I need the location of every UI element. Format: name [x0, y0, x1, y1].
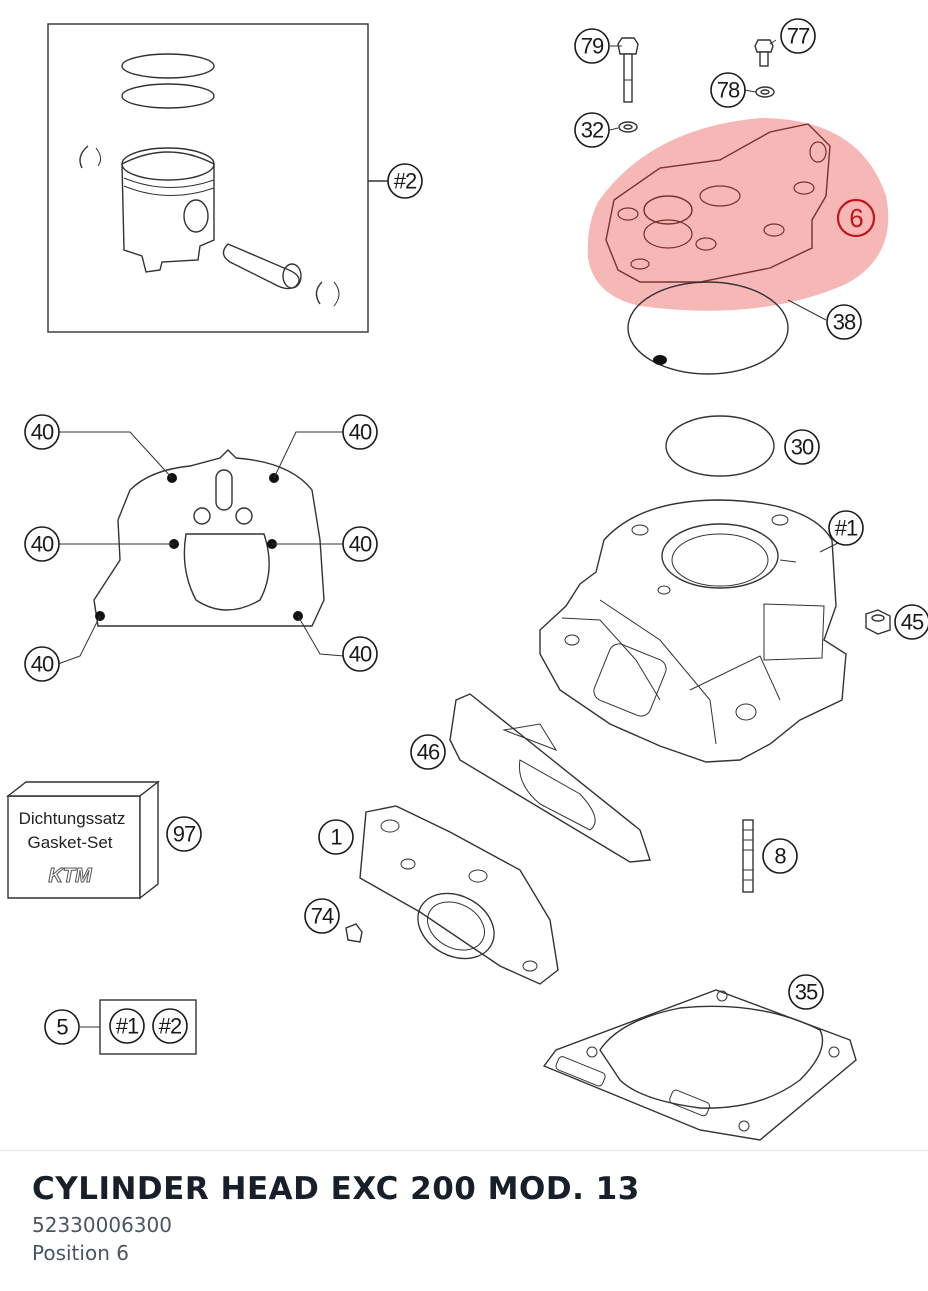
svg-text:77: 77 — [787, 24, 810, 49]
callout-78[interactable]: 78 — [710, 72, 746, 108]
cylinder-head-part[interactable] — [587, 118, 889, 311]
nut-45-part[interactable] — [865, 609, 891, 635]
callout-6-highlighted[interactable]: 6 — [836, 198, 876, 238]
o-ring-38-part[interactable] — [627, 281, 827, 375]
exploded-parts-diagram: Dichtungssatz Gasket-Set KTM 79 77 78 32… — [5, 18, 928, 1141]
svg-text:35: 35 — [795, 980, 818, 1005]
callout-40-top-left[interactable]: 40 — [24, 414, 60, 450]
intake-flange-part[interactable] — [359, 805, 559, 985]
callout-38[interactable]: 38 — [826, 304, 862, 340]
callout-35[interactable]: 35 — [788, 974, 824, 1010]
callout-46[interactable]: 46 — [410, 734, 446, 770]
set-callout-1-hash[interactable]: #1 — [109, 1008, 145, 1044]
callout-40-bottom-right[interactable]: 40 — [342, 636, 378, 672]
part-position: Position 6 — [32, 1241, 129, 1265]
gasket-set-line2: Gasket-Set — [27, 833, 112, 852]
svg-text:74: 74 — [311, 904, 334, 929]
callout-32[interactable]: 32 — [574, 112, 610, 148]
gasket-set-box[interactable]: Dichtungssatz Gasket-Set KTM — [5, 780, 161, 900]
washer-78-part[interactable] — [755, 86, 775, 98]
svg-text:46: 46 — [417, 740, 440, 765]
svg-text:40: 40 — [31, 532, 54, 557]
svg-text:40: 40 — [31, 420, 54, 445]
svg-text:1: 1 — [330, 825, 342, 850]
svg-text:45: 45 — [901, 610, 924, 635]
callout-79[interactable]: 79 — [574, 28, 610, 64]
svg-text:40: 40 — [349, 642, 372, 667]
washer-32-part[interactable] — [618, 121, 638, 133]
bolt-77-part[interactable] — [754, 39, 774, 67]
svg-text:32: 32 — [581, 118, 604, 143]
callout-45[interactable]: 45 — [894, 604, 928, 640]
part-info-footer: CYLINDER HEAD EXC 200 MOD. 13 5233000630… — [0, 1150, 928, 1291]
callout-74[interactable]: 74 — [304, 898, 340, 934]
svg-text:8: 8 — [774, 844, 786, 869]
part-title: CYLINDER HEAD EXC 200 MOD. 13 — [32, 1171, 640, 1207]
base-gasket-35-part[interactable] — [542, 989, 857, 1141]
callout-8[interactable]: 8 — [762, 838, 798, 874]
callout-40-top-right[interactable]: 40 — [342, 414, 378, 450]
svg-text:97: 97 — [173, 822, 196, 847]
ktm-logo: KTM — [48, 865, 93, 887]
svg-text:6: 6 — [849, 203, 863, 233]
svg-text:#2: #2 — [394, 169, 417, 194]
svg-text:#1: #1 — [116, 1014, 139, 1039]
svg-text:#2: #2 — [159, 1014, 182, 1039]
svg-text:30: 30 — [791, 435, 814, 460]
part-number: 52330006300 — [32, 1213, 172, 1237]
callout-97[interactable]: 97 — [166, 816, 202, 852]
cylinder-part[interactable] — [539, 499, 847, 763]
o-ring-30-part[interactable] — [665, 415, 775, 477]
piston-kit-group[interactable] — [47, 23, 388, 333]
svg-text:40: 40 — [31, 652, 54, 677]
callout-40-mid-left[interactable]: 40 — [24, 526, 60, 562]
stud-8-part[interactable] — [742, 819, 754, 893]
svg-text:38: 38 — [833, 310, 856, 335]
svg-text:#1: #1 — [835, 516, 858, 541]
screw-74-part[interactable] — [345, 923, 363, 943]
callout-1[interactable]: 1 — [318, 819, 354, 855]
svg-text:79: 79 — [581, 34, 604, 59]
svg-text:40: 40 — [349, 420, 372, 445]
callout-1-hash[interactable]: #1 — [828, 510, 864, 546]
callout-2-hash[interactable]: #2 — [387, 163, 423, 199]
callout-77[interactable]: 77 — [780, 18, 816, 54]
set-5-box[interactable] — [80, 999, 197, 1055]
flange-gasket-40-part[interactable] — [57, 431, 345, 665]
gasket-set-line1: Dichtungssatz — [19, 809, 126, 828]
callout-30[interactable]: 30 — [784, 429, 820, 465]
bolt-79-part[interactable] — [617, 37, 639, 103]
callout-40-bottom-left[interactable]: 40 — [24, 646, 60, 682]
svg-text:40: 40 — [349, 532, 372, 557]
svg-text:78: 78 — [717, 78, 740, 103]
set-callout-2-hash[interactable]: #2 — [152, 1008, 188, 1044]
callout-5[interactable]: 5 — [44, 1009, 80, 1045]
svg-text:5: 5 — [56, 1015, 68, 1040]
gasket-46-part[interactable] — [449, 693, 651, 863]
callout-40-mid-right[interactable]: 40 — [342, 526, 378, 562]
